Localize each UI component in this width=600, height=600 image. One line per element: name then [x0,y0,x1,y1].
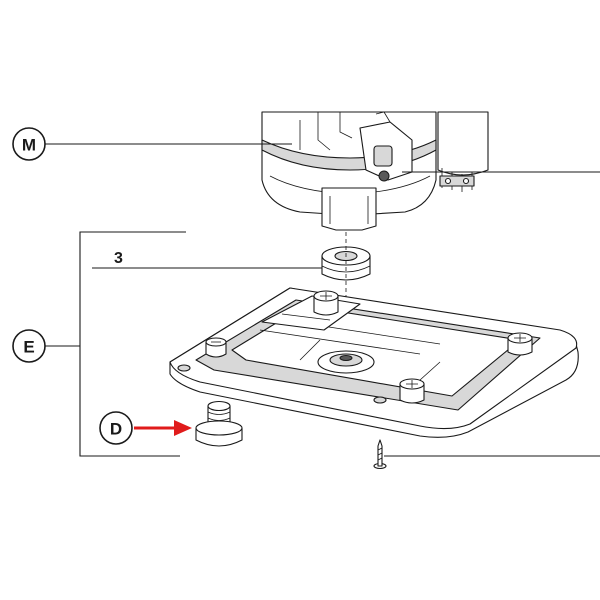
rubber-foot [195,400,243,447]
callout-e: E [12,329,46,363]
screw-post [313,290,339,316]
callout-m: M [12,127,46,161]
callout-e-label: E [23,338,34,357]
callout-d-label: D [110,420,122,439]
screw-post [507,332,533,356]
callout-m-label: M [22,136,36,155]
screw [373,439,387,470]
ref-3-label: 3 [114,250,123,267]
screw-post [399,378,425,404]
callout-d: D [99,411,133,445]
leader-lines [43,143,600,457]
motor-assembly [261,111,489,231]
base-plate [169,287,579,438]
highlight-arrow [134,420,192,436]
screw-post [205,337,227,358]
